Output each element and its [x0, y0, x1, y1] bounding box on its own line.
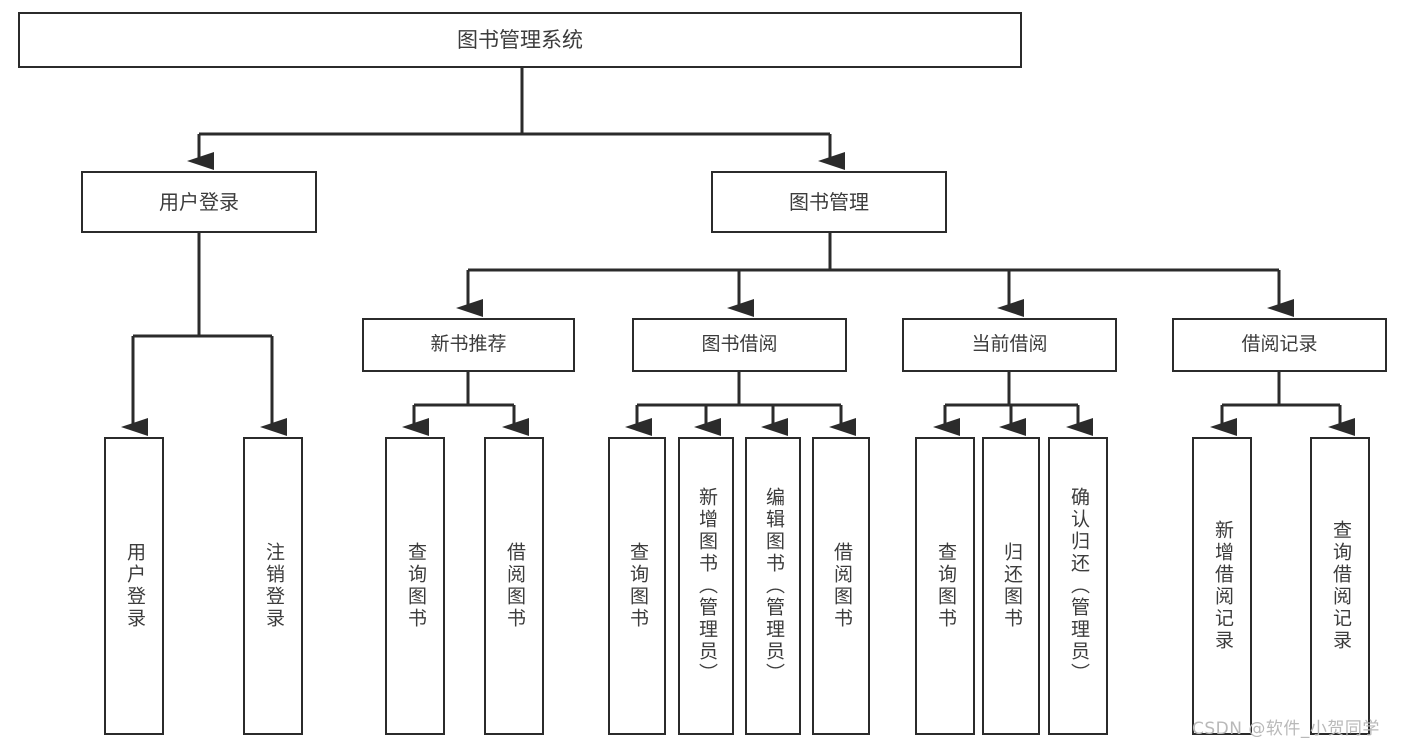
node-current-borrow-label: 当前借阅: [971, 333, 1048, 356]
leaf-return-book-label: 归还图书: [1000, 542, 1023, 630]
node-user-login[interactable]: 用户登录: [81, 171, 317, 233]
leaf-query-book-borrow[interactable]: 查询图书: [608, 437, 666, 735]
leaf-query-borrow-record[interactable]: 查询借阅记录: [1310, 437, 1370, 735]
leaf-user-login[interactable]: 用户登录: [104, 437, 164, 735]
leaf-return-book[interactable]: 归还图书: [982, 437, 1040, 735]
leaf-query-book-borrow-label: 查询图书: [626, 542, 649, 630]
watermark-text: CSDN @软件_小贺同学: [1192, 719, 1380, 739]
leaf-query-book-current-label: 查询图书: [934, 542, 957, 630]
leaf-edit-book-admin-label: 编辑图书（管理员）: [762, 487, 785, 685]
leaf-add-borrow-record[interactable]: 新增借阅记录: [1192, 437, 1252, 735]
leaf-query-book-rec-label: 查询图书: [404, 542, 427, 630]
leaf-query-book-rec[interactable]: 查询图书: [385, 437, 445, 735]
leaf-query-borrow-record-label: 查询借阅记录: [1329, 520, 1352, 652]
node-borrow-records[interactable]: 借阅记录: [1172, 318, 1387, 372]
node-user-login-label: 用户登录: [159, 189, 239, 214]
node-book-management[interactable]: 图书管理: [711, 171, 947, 233]
leaf-borrow-book[interactable]: 借阅图书: [812, 437, 870, 735]
leaf-add-book-admin[interactable]: 新增图书（管理员）: [678, 437, 734, 735]
leaf-logout-label: 注销登录: [262, 542, 285, 630]
leaf-confirm-return-admin[interactable]: 确认归还（管理员）: [1048, 437, 1108, 735]
node-current-borrow[interactable]: 当前借阅: [902, 318, 1117, 372]
node-book-borrow[interactable]: 图书借阅: [632, 318, 847, 372]
leaf-add-book-admin-label: 新增图书（管理员）: [695, 487, 718, 685]
node-root[interactable]: 图书管理系统: [18, 12, 1022, 68]
node-book-borrow-label: 图书借阅: [701, 333, 778, 356]
leaf-confirm-return-admin-label: 确认归还（管理员）: [1067, 487, 1090, 685]
node-borrow-records-label: 借阅记录: [1241, 333, 1318, 356]
leaf-user-login-label: 用户登录: [123, 542, 146, 630]
leaf-borrow-book-rec[interactable]: 借阅图书: [484, 437, 544, 735]
leaf-add-borrow-record-label: 新增借阅记录: [1211, 520, 1234, 652]
leaf-edit-book-admin[interactable]: 编辑图书（管理员）: [745, 437, 801, 735]
leaf-logout[interactable]: 注销登录: [243, 437, 303, 735]
node-root-label: 图书管理系统: [457, 27, 583, 52]
leaf-borrow-book-label: 借阅图书: [830, 542, 853, 630]
leaf-query-book-current[interactable]: 查询图书: [915, 437, 975, 735]
leaf-borrow-book-rec-label: 借阅图书: [503, 542, 526, 630]
node-book-management-label: 图书管理: [789, 189, 869, 214]
node-new-book-recommend[interactable]: 新书推荐: [362, 318, 575, 372]
node-new-book-recommend-label: 新书推荐: [430, 333, 507, 356]
